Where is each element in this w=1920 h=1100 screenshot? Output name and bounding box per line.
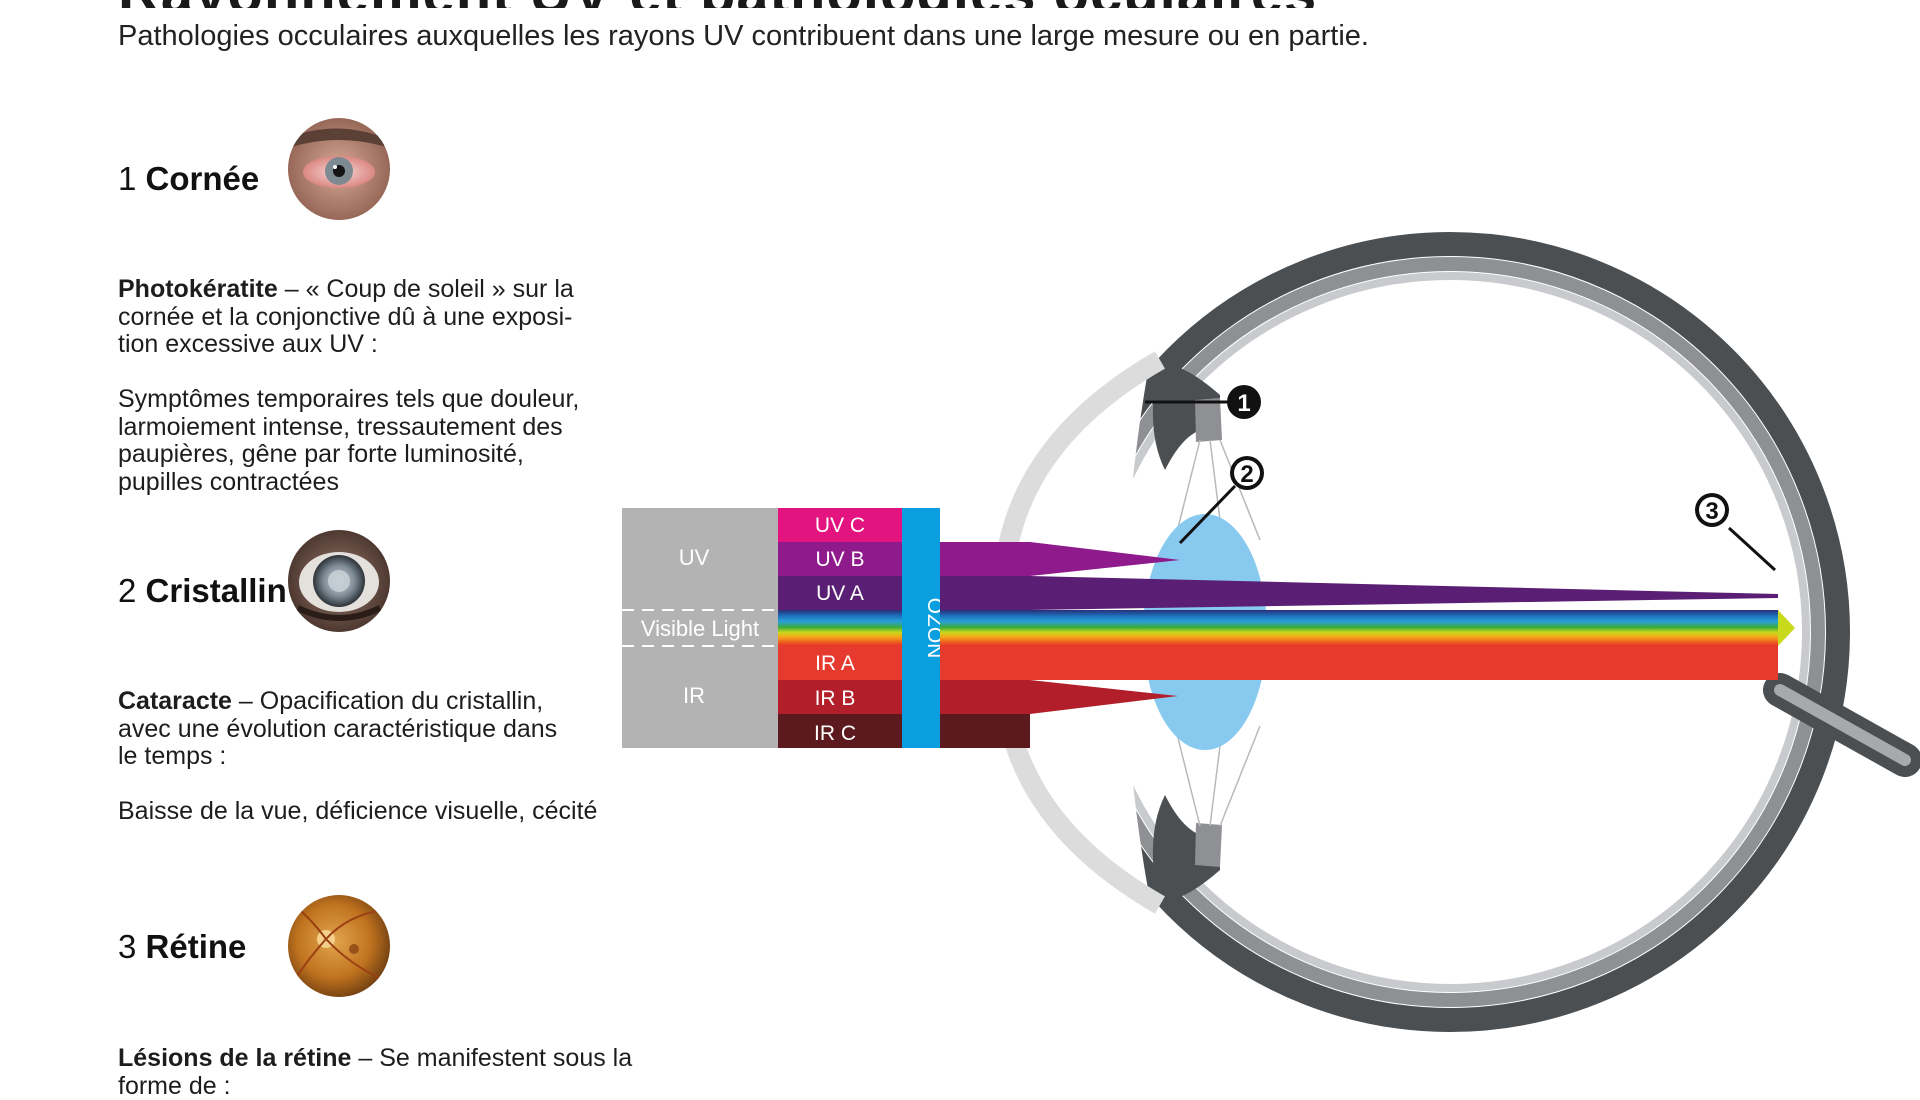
band-label-ira: IR A	[815, 652, 855, 675]
marker-3: 3	[1695, 493, 1777, 572]
retina-fundus-photo-icon	[288, 895, 390, 997]
band-column: UV C UV B UV A IR A IR B IR C	[778, 508, 902, 748]
uva-beam	[1030, 576, 1778, 610]
zonule-fibers	[1174, 439, 1261, 827]
iris-lower	[1152, 795, 1222, 901]
marker-2: 2	[1178, 456, 1264, 545]
section-title-cristallin: 2 Cristallin	[118, 572, 287, 609]
beams-inside	[1020, 542, 1795, 714]
spectrum-legend: UV Visible Light IR	[622, 508, 1000, 748]
marker-1: 1	[1145, 385, 1261, 419]
iris-upper	[1152, 364, 1222, 470]
irb-beam	[1030, 680, 1178, 714]
red-eye-photo-icon	[288, 118, 390, 220]
page-subtitle: Pathologies occulaires auxquelles les ra…	[118, 20, 1369, 52]
band-label-irc: IR C	[814, 722, 856, 745]
marker-1-label: 1	[1237, 390, 1250, 417]
cataract-eye-photo-icon	[288, 530, 390, 632]
band-label-uvb: UV B	[815, 548, 864, 571]
band-label-irb: IR B	[815, 687, 856, 710]
uv-group-box	[622, 508, 778, 610]
optic-nerve	[1763, 673, 1920, 777]
page-title: Rayonnement UV et pathologies oculaires	[118, 0, 1317, 8]
ir-group-label: IR	[683, 683, 705, 708]
ozone-layer	[902, 508, 940, 748]
visible-group-box	[622, 610, 778, 646]
uv-group-label: UV	[679, 545, 710, 570]
ira-beam	[1020, 646, 1778, 680]
cristallin-description: Cataracte – Opacification du cristallin,…	[118, 687, 598, 825]
marker-2-label: 2	[1240, 461, 1253, 488]
section-title-cornee: 1 Cornée	[118, 160, 260, 197]
marker-3-label: 3	[1705, 498, 1718, 525]
ir-group-box	[622, 646, 778, 748]
beams-outside	[940, 542, 1030, 748]
section-title-retine: 3 Rétine	[118, 928, 247, 965]
visible-group-label: Visible Light	[641, 616, 759, 641]
visible-beam-tip	[1778, 610, 1795, 646]
band-label-uvc: UV C	[815, 514, 865, 537]
band-label-uva: UV A	[816, 582, 864, 605]
cornee-description: Photokératite – « Coup de soleil » sur l…	[118, 275, 580, 496]
visible-beam	[1020, 610, 1778, 646]
uvb-beam	[1030, 542, 1180, 576]
